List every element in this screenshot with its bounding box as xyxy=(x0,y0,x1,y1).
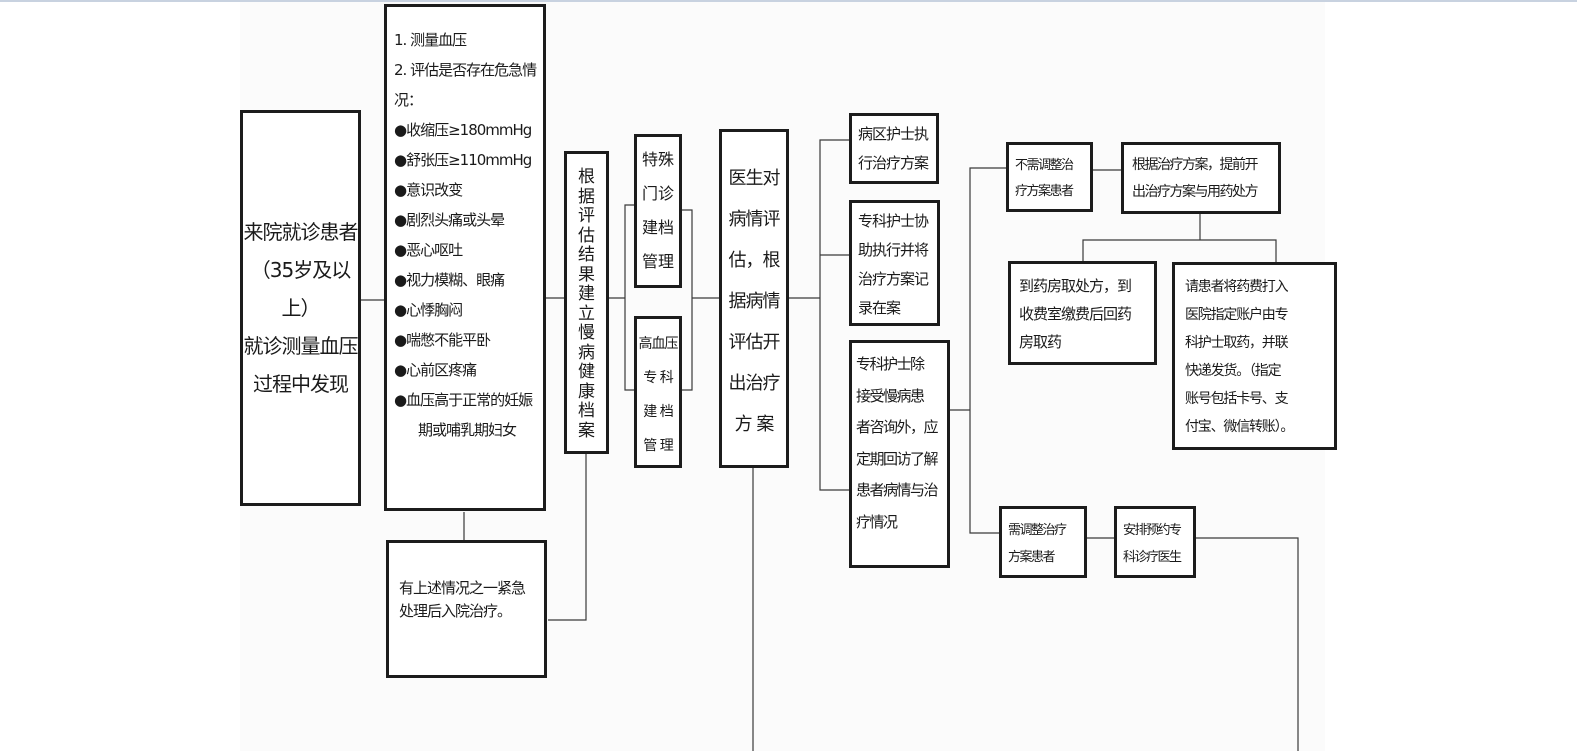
emergency-box: 有上述情况之一紧急处理后入院治疗。 xyxy=(386,540,547,678)
connector-split-bracket xyxy=(1082,239,1277,262)
need-adjust-text: 需调整治疗 方案患者 xyxy=(1008,523,1067,565)
connector-archive-emergency xyxy=(548,453,587,621)
criteria-item: 2. 评估是否存在危急情况： xyxy=(394,61,537,109)
criteria-item: ●剧烈头痛或头晕 xyxy=(394,211,505,229)
connector-branches-doctor-bracket xyxy=(681,209,693,391)
emergency-text: 有上述情况之一紧急处理后入院治疗。 xyxy=(399,579,526,620)
need-adjust-box: 需调整治疗 方案患者 xyxy=(999,506,1087,578)
archive-box: 根 据 评 估 结 果 建 立 慢 病 健 康 档 案 xyxy=(564,151,609,454)
doctor-box: 医生对 病情评 估，根 据病情 评估开 出治疗 方 案 xyxy=(719,129,789,468)
hypertension-box: 高血压 专 科 建 档 管 理 xyxy=(634,316,682,468)
special-clinic-text: 特殊 门诊 建档 管理 xyxy=(641,150,674,271)
pharmacy-text: 到药房取处方，到 收费室缴费后回药 房取药 xyxy=(1019,277,1132,351)
criteria-item: ●恶心呕吐 xyxy=(394,241,463,259)
ward-nurse-text: 病区护士执 行治疗方案 xyxy=(858,125,929,172)
archive-text: 根 据 评 估 结 果 建 立 慢 病 健 康 档 案 xyxy=(578,167,595,441)
patient-box: 来院就诊患者 （35岁及以上） 就诊测量血压 过程中发现 xyxy=(240,110,361,506)
hypertension-text: 高血压 专 科 建 档 管 理 xyxy=(638,336,679,454)
prescribe-text: 根据治疗方案，提前开 出治疗方案与用药处方 xyxy=(1132,157,1259,200)
appointment-text: 安排预约专 科诊疗医生 xyxy=(1123,523,1182,565)
specialist-followup-text: 专科护士除 接受慢病患 者咨询外，应 定期回访了解 患者病情与治 疗情况 xyxy=(856,355,939,531)
criteria-item: 1. 测量血压 xyxy=(394,31,467,49)
connector-outcome-bracket xyxy=(969,167,1007,534)
connector-nurse-bracket xyxy=(819,139,850,491)
specialist-assist-box: 专科护士协 助执行并将 治疗方案记 录在案 xyxy=(849,200,940,326)
special-clinic-box: 特殊 门诊 建档 管理 xyxy=(634,134,682,288)
patient-text: 来院就诊患者 （35岁及以上） 就诊测量血压 过程中发现 xyxy=(243,220,359,396)
connector-appointment-down xyxy=(1195,537,1299,751)
window-top-rule xyxy=(0,0,1577,2)
criteria-item: ●视力模糊、眼痛 xyxy=(394,271,505,289)
criteria-item: 期或哺乳期妇女 xyxy=(418,421,517,439)
connector-branch-bracket xyxy=(624,204,635,391)
specialist-followup-box: 专科护士除 接受慢病患 者咨询外，应 定期回访了解 患者病情与治 疗情况 xyxy=(849,340,950,568)
criteria-item: ●血压高于正常的妊娠 xyxy=(394,391,533,409)
criteria-box: 1. 测量血压 2. 评估是否存在危急情况： ●收缩压≥180mmHg ●舒张压… xyxy=(384,4,546,511)
appointment-box: 安排预约专 科诊疗医生 xyxy=(1114,506,1196,578)
remote-pay-box: 请患者将药费打入 医院指定账户由专 科护士取药，并联 快递发货。（指定 账号包括… xyxy=(1172,262,1337,450)
no-adjust-text: 不需调整治 疗方案患者 xyxy=(1015,158,1074,199)
doctor-text: 医生对 病情评 估，根 据病情 评估开 出治疗 方 案 xyxy=(728,168,781,435)
pharmacy-box: 到药房取处方，到 收费室缴费后回药 房取药 xyxy=(1008,261,1157,365)
specialist-assist-text: 专科护士协 助执行并将 治疗方案记 录在案 xyxy=(858,212,929,317)
criteria-item: ●心前区疼痛 xyxy=(394,361,477,379)
no-adjust-box: 不需调整治 疗方案患者 xyxy=(1006,142,1093,212)
prescribe-box: 根据治疗方案，提前开 出治疗方案与用药处方 xyxy=(1121,142,1281,214)
criteria-item: ●喘憋不能平卧 xyxy=(394,331,491,349)
ward-nurse-box: 病区护士执 行治疗方案 xyxy=(849,113,939,184)
criteria-item: ●收缩压≥180mmHg xyxy=(394,121,532,139)
criteria-item: ●心悸胸闷 xyxy=(394,301,463,319)
remote-pay-text: 请患者将药费打入 医院指定账户由专 科护士取药，并联 快递发货。（指定 账号包括… xyxy=(1185,279,1294,435)
criteria-item: ●意识改变 xyxy=(394,181,463,199)
criteria-item: ●舒张压≥110mmHg xyxy=(394,151,532,169)
